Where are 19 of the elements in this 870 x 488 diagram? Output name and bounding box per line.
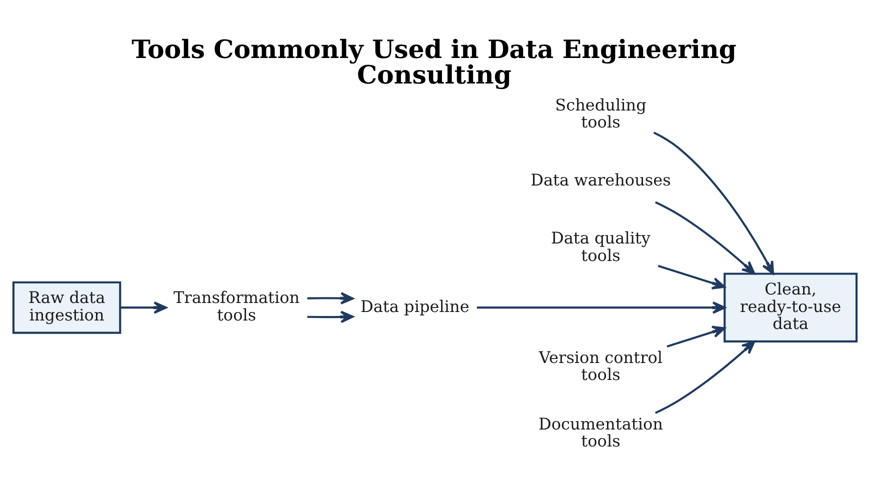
- diagram-title: Tools Commonly Used in Data Engineering Consulting: [132, 34, 736, 89]
- node-box: Raw data ingestion: [12, 280, 122, 334]
- node-text: Version control tools: [538, 347, 663, 384]
- node-box: Clean, ready-to-use data: [724, 272, 858, 342]
- node-text: Documentation tools: [538, 414, 663, 450]
- arrow: [654, 340, 756, 414]
- arrow: [654, 200, 756, 274]
- arrow: [476, 300, 726, 314]
- arrow: [307, 292, 354, 304]
- arrow: [653, 131, 774, 274]
- arrow: [120, 300, 167, 314]
- node-text: Data pipeline: [360, 296, 470, 316]
- node-text: Transformation tools: [173, 288, 300, 324]
- node-text: Data warehouses: [530, 170, 671, 190]
- node-text: Data quality tools: [550, 228, 651, 264]
- arrow: [666, 325, 726, 348]
- arrow: [658, 264, 726, 289]
- node-text: Scheduling tools: [555, 95, 646, 132]
- arrow: [307, 310, 354, 323]
